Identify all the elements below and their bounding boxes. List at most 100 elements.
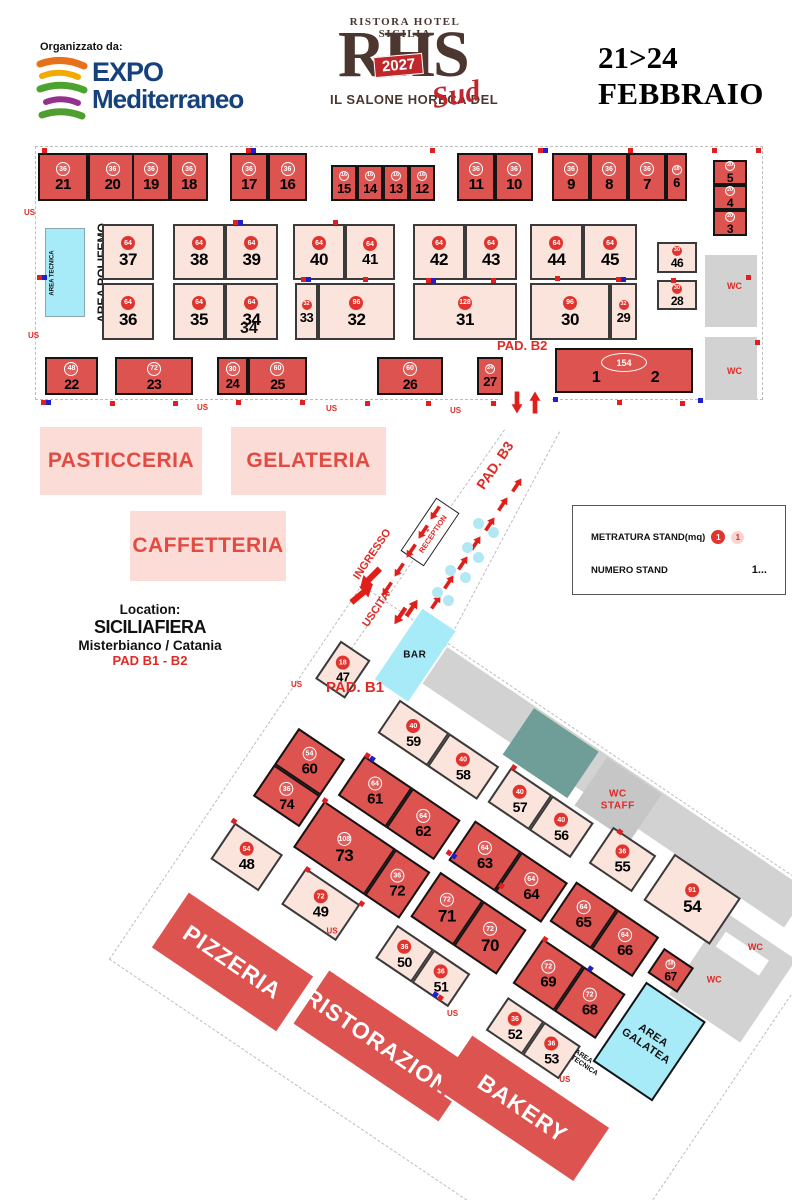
stand-2-number: 2: [650, 369, 660, 386]
food-area-pasticceria: PASTICCERIA: [40, 427, 202, 495]
stand-62-number: 62: [415, 823, 432, 841]
legend-box: METRATURA STAND(mq) 1 1 NUMERO STAND 1..…: [572, 505, 786, 595]
stand-30-number: 30: [561, 309, 579, 329]
utility-marker-blue-icon: [553, 397, 558, 402]
stand-60-number: 60: [301, 760, 318, 778]
utility-marker-red-icon: [300, 400, 305, 405]
pad-b2-entrance-gap: [498, 392, 552, 406]
stand-50-number: 50: [397, 953, 412, 970]
utility-marker-red-icon: [301, 277, 306, 282]
legend-metratura-row: METRATURA STAND(mq) 1 1: [591, 530, 745, 544]
stand-16-mq-badge: 36: [280, 162, 295, 176]
wc-label: WC: [747, 941, 763, 952]
stand-55-number: 55: [614, 858, 631, 876]
stand-48-mq-badge: 54: [239, 841, 254, 856]
utility-marker-red-icon: [41, 400, 46, 405]
stand-8-number: 8: [605, 176, 613, 193]
legend-numero-row: NUMERO STAND 1...: [591, 564, 767, 576]
stand-39-number: 39: [242, 250, 261, 269]
stand-20-number: 20: [104, 176, 121, 193]
utility-marker-red-icon: [173, 401, 178, 406]
stand-14-mq-badge: 16: [365, 171, 375, 181]
stand-59-mq-badge: 40: [406, 718, 421, 733]
column-dot-icon: [432, 587, 443, 598]
stand-40-number: 40: [310, 250, 328, 269]
stand-27-number: 27: [483, 374, 497, 389]
stand-58-mq-badge: 40: [456, 752, 471, 767]
stand-29-mq-badge: 32: [618, 299, 629, 310]
stand-31-number: 31: [456, 309, 474, 329]
stand-46-mq-badge: 30: [671, 246, 682, 256]
stand-15-mq-badge: 16: [339, 171, 349, 181]
utility-marker-red-icon: [37, 275, 42, 280]
stand-11-number: 11: [468, 176, 484, 193]
utility-marker-blue-icon: [46, 400, 51, 405]
stand-70-mq-badge: 72: [483, 921, 498, 936]
expo-wordmark: EXPO: [92, 57, 164, 87]
utility-marker-blue-icon: [698, 398, 703, 403]
utility-marker-red-icon: [491, 278, 496, 283]
stand-30-mq-badge: 96: [562, 295, 577, 310]
column-dot-icon: [443, 595, 454, 606]
stand-72-mq-badge: 36: [390, 868, 405, 883]
stand-29-number: 29: [616, 309, 631, 325]
stand-19-mq-badge: 36: [144, 162, 158, 176]
stand-22-mq-badge: 48: [64, 361, 79, 376]
utility-marker-red-icon: [233, 220, 238, 225]
column-dot-icon: [473, 552, 484, 563]
stand-5-number: 5: [726, 171, 734, 185]
stand-72-number: 72: [389, 882, 406, 900]
brand-sud-script: Sud: [429, 74, 483, 115]
utility-marker-red-icon: [491, 401, 496, 406]
us-label: US: [559, 1074, 571, 1084]
stand-26-number: 26: [402, 375, 418, 392]
wc-label: WC: [727, 281, 742, 291]
stand-34-number: 34: [242, 309, 261, 329]
utility-marker-red-icon: [426, 401, 431, 406]
stand-25-mq-badge: 60: [270, 361, 285, 376]
stand-17-number: 17: [241, 176, 257, 193]
stand-4-mq-badge: 20: [725, 186, 735, 196]
us-label: US: [291, 680, 303, 689]
utility-marker-blue-icon: [431, 278, 436, 283]
pad-b1-label: PAD. B1: [326, 679, 385, 696]
flow-arrow-icon: [494, 495, 511, 514]
stand-18-mq-badge: 36: [182, 162, 196, 176]
utility-marker-red-icon: [365, 401, 370, 406]
stand-68-mq-badge: 72: [582, 987, 597, 1002]
stand-23-number: 23: [146, 375, 162, 392]
utility-marker-red-icon: [555, 276, 560, 281]
